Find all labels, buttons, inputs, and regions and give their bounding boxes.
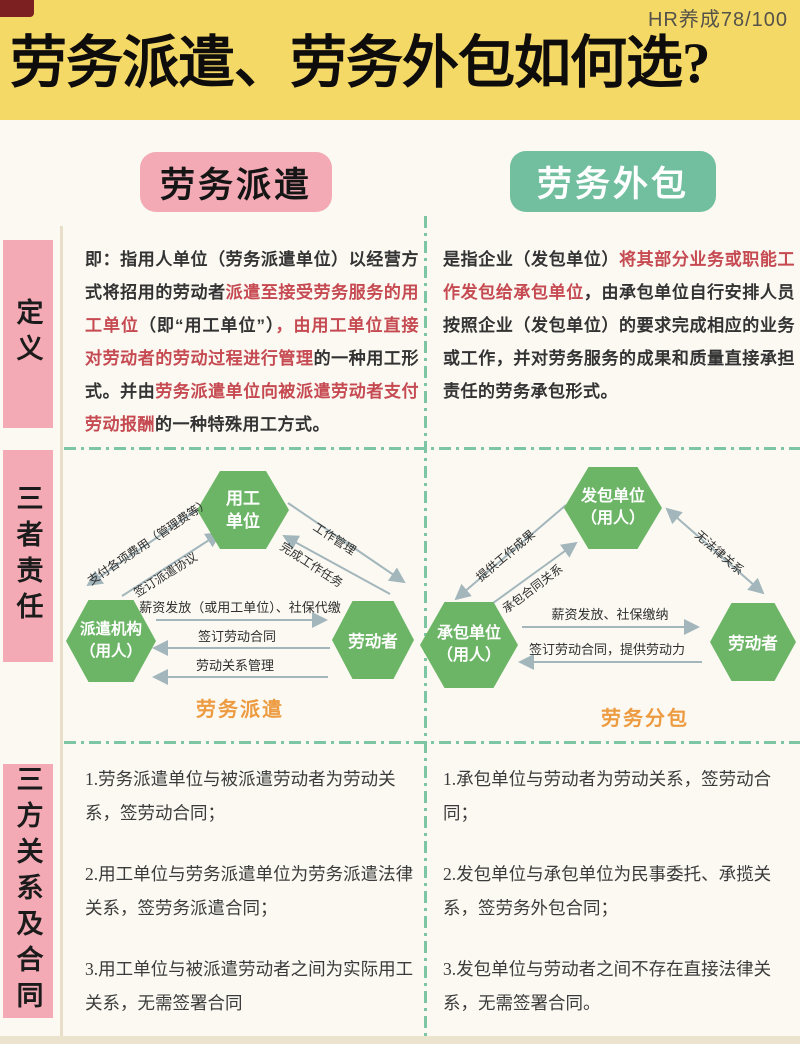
edge-label-relation-management: 劳动关系管理	[195, 658, 274, 673]
diagram-dispatch: 用工 单位 派遣机构 （用人） 劳动者 支付各项费用（管理费等） 签订派遣协议 …	[60, 455, 426, 745]
definition-segment-red: 派遣至接受劳务服务的用工单位	[85, 283, 420, 335]
series-watermark: HR养成78/100	[647, 9, 788, 31]
relation-item-2: 2.发包单位与承包单位为民事委托、承揽关系，签劳务外包合同；	[443, 864, 772, 918]
section-divider-2	[64, 741, 800, 744]
definition-segment-black: 的一种特殊用工方式。	[155, 415, 330, 434]
relation-item-1: 1.承包单位与劳动者为劳动关系，签劳动合同；	[443, 769, 772, 823]
section-divider-1	[64, 447, 800, 450]
definition-segment-black: 即：指用人单位（劳务派遣单位）以经营方式将招用的劳动者	[85, 250, 419, 302]
sidebar-section-definition: 定义	[3, 240, 53, 428]
definition-segment-red: 将其部分业务或职能工作发包给承包单位	[443, 250, 796, 302]
sidebar-label-relations: 三方关系及合同	[12, 765, 43, 1017]
definition-segment-red: 劳务派遣单位向被派遣劳动者支付劳动报酬	[85, 382, 420, 434]
diagram-dispatch-arrows	[86, 500, 406, 685]
arrow-provide-results	[454, 504, 567, 601]
title-banner: HR养成78/100 劳务派遣、劳务外包如何选?	[0, 0, 800, 120]
definition-dispatch: 即：指用人单位（劳务派遣单位）以经营方式将招用的劳动者派遣至接受劳务服务的用工单…	[85, 243, 419, 441]
definition-segment-black: 的一种用工形式。并由	[85, 349, 420, 401]
relation-item-1: 1.劳务派遣单位与被派遣劳动者为劳动关系，签劳动合同；	[85, 769, 396, 823]
edge-label-sign-contract-labor: 签订劳动合同，提供劳动力	[528, 642, 685, 657]
arrow-complete-tasks	[282, 535, 391, 595]
diagram-caption-dispatch: 劳务派遣	[196, 699, 284, 721]
diagram-outsourcing-arrows	[454, 504, 765, 670]
diagram-outsourcing: 发包单位 （用人） 承包单位 （用人） 劳动者 提供工作成果 承包合同关系 无法…	[420, 455, 800, 745]
relations-list-outsourcing: 1.承包单位与劳动者为劳动关系，签劳动合同； 2.发包单位与承包单位为民事委托、…	[443, 762, 795, 1044]
node-dispatch-agency: 派遣机构 （用人）	[66, 600, 156, 682]
definition-outsourcing: 是指企业（发包单位）将其部分业务或职能工作发包给承包单位，由承包单位自行安排人员…	[443, 243, 795, 408]
definition-segment-black: 是指企业（发包单位）	[443, 250, 620, 269]
relation-item-3: 3.用工单位与被派遣劳动者之间为实际用工关系，无需签署合同	[85, 959, 414, 1013]
sidebar-section-responsibility: 三者责任	[3, 450, 53, 662]
left-vertical-rule	[60, 226, 63, 1036]
arrow-contract-relationship	[481, 541, 578, 612]
arrow-pay-fees	[86, 500, 211, 587]
arrow-dispatch-agreement	[121, 531, 222, 597]
column-header-outsourcing: 劳务外包	[510, 151, 716, 212]
definition-segment-red: ，由用工单位直接对劳动者的劳动过程进行管理	[85, 316, 419, 368]
definition-segment-black: ，由承包单位自行安排人员按照企业（发包单位）的要求完成相应的业务或工作，并对劳务…	[443, 283, 796, 401]
relation-item-3: 3.发包单位与劳动者之间不存在直接法律关系，无需签署合同。	[443, 959, 772, 1013]
diagram-caption-subcontract: 劳务分包	[601, 708, 689, 730]
definition-segment-black: （即“用工单位”）	[139, 316, 276, 335]
center-dashed-divider	[424, 216, 427, 1036]
sidebar-label-responsibility: 三者责任	[12, 484, 43, 628]
edge-label-labor-contract: 签订劳动合同	[197, 629, 276, 644]
column-header-dispatch: 劳务派遣	[140, 152, 332, 212]
corner-logo-mark	[0, 0, 34, 17]
relation-item-2: 2.用工单位与劳务派遣单位为劳务派遣法律关系，签劳务派遣合同；	[85, 864, 414, 918]
sidebar-section-relations: 三方关系及合同	[3, 764, 53, 1018]
edge-label-salary-payment: 薪资发放（或用工单位）、社保代缴	[139, 600, 341, 615]
sidebar-label-definition: 定义	[12, 298, 43, 370]
arrow-no-legal-relationship	[665, 507, 765, 595]
edge-label-salary-social-insurance: 薪资发放、社保缴纳	[551, 607, 669, 622]
bottom-edge-strip	[0, 1036, 800, 1044]
relations-list-dispatch: 1.劳务派遣单位与被派遣劳动者为劳动关系，签劳动合同； 2.用工单位与劳务派遣单…	[85, 762, 420, 1044]
arrow-work-management	[287, 502, 406, 584]
page-title: 劳务派遣、劳务外包如何选?	[10, 32, 711, 95]
